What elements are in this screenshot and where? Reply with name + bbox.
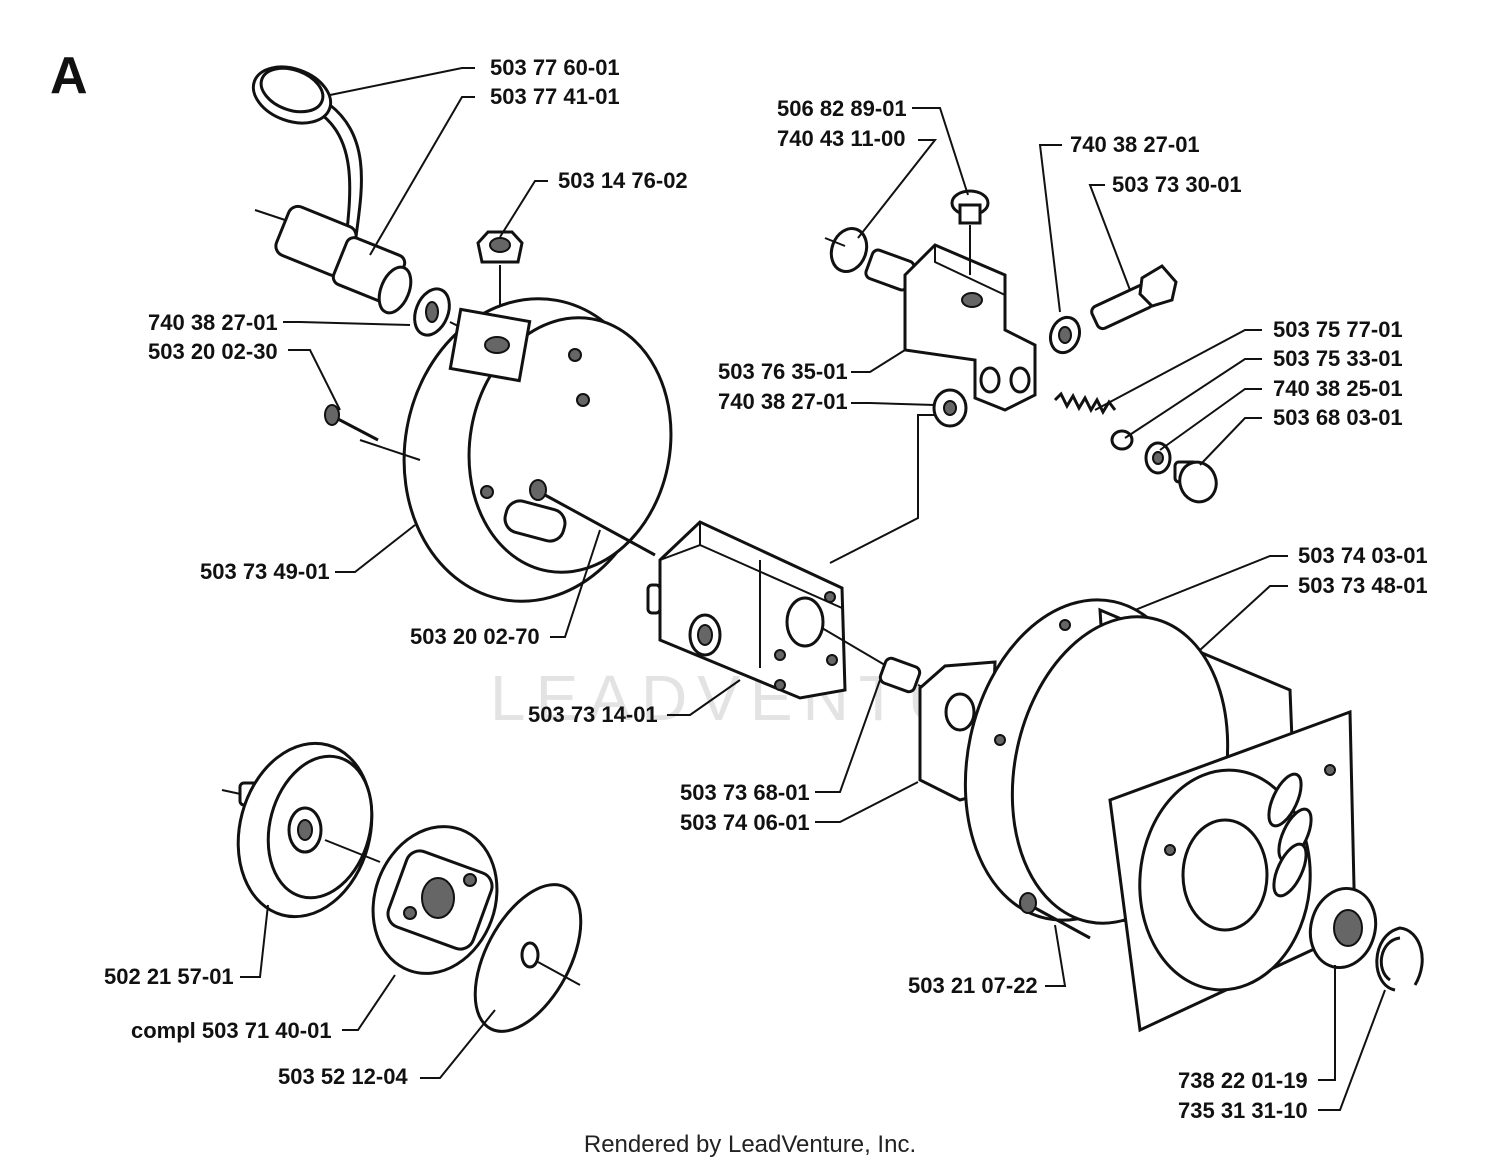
washer-below-valve <box>932 388 968 428</box>
leader-lines <box>240 67 1386 1111</box>
part-label: 503 73 14-01 <box>528 702 658 727</box>
part-label: 740 43 11-00 <box>777 126 905 151</box>
part-label: 740 38 27-01 <box>148 310 278 335</box>
screw-left <box>324 404 379 442</box>
right-drum <box>918 598 1357 1033</box>
part-label: 503 74 06-01 <box>680 810 810 835</box>
circlip <box>1375 926 1424 992</box>
footer-credit: Rendered by LeadVenture, Inc. <box>584 1131 916 1158</box>
part-label: 503 73 48-01 <box>1298 573 1428 598</box>
part-label: 740 38 27-01 <box>718 389 848 414</box>
part-label: 738 22 01-19 <box>1178 1068 1308 1093</box>
bearing <box>1308 886 1378 970</box>
fitting <box>878 656 936 694</box>
part-label: 503 77 41-01 <box>490 84 620 109</box>
valve-bolt <box>1048 264 1178 355</box>
relief-valve-parts <box>1053 391 1218 504</box>
part-label: 740 38 25-01 <box>1273 376 1403 401</box>
part-label: 503 74 03-01 <box>1298 543 1428 568</box>
part-label: 503 21 07-22 <box>908 973 1038 998</box>
part-label: 503 75 33-01 <box>1273 346 1403 371</box>
left-housing <box>359 297 673 603</box>
part-label: 503 76 35-01 <box>718 359 848 384</box>
part-label: 503 20 02-30 <box>148 339 278 364</box>
clutch-cover <box>473 883 583 1033</box>
part-label: 503 73 30-01 <box>1112 172 1242 197</box>
valve-block <box>824 189 1037 412</box>
part-label: compl 503 71 40-01 <box>131 1018 332 1043</box>
part-label: 503 20 02-70 <box>410 624 540 649</box>
filler-cap-assembly <box>251 65 471 337</box>
part-label: 506 82 89-01 <box>777 96 907 121</box>
pump-body <box>646 520 891 700</box>
part-label: 503 52 12-04 <box>278 1064 408 1089</box>
clutch-drum <box>221 741 381 919</box>
part-label: 735 31 31-10 <box>1178 1098 1308 1123</box>
part-label: 503 73 68-01 <box>680 780 810 805</box>
top-nut <box>476 230 524 315</box>
part-label: 503 77 60-01 <box>490 55 620 80</box>
clutch-shoes <box>371 825 499 975</box>
part-labels: 503 77 60-01 503 77 41-01 503 14 76-02 7… <box>104 55 1428 1123</box>
part-label: 502 21 57-01 <box>104 964 234 989</box>
part-label: 503 14 76-02 <box>558 168 688 193</box>
drum-bolt <box>1019 892 1091 940</box>
part-label: 503 75 77-01 <box>1273 317 1403 342</box>
part-label: 740 38 27-01 <box>1070 132 1200 157</box>
section-label: A <box>50 47 88 105</box>
part-label: 503 73 49-01 <box>200 559 330 584</box>
part-label: 503 68 03-01 <box>1273 405 1403 430</box>
long-screw <box>529 479 656 557</box>
